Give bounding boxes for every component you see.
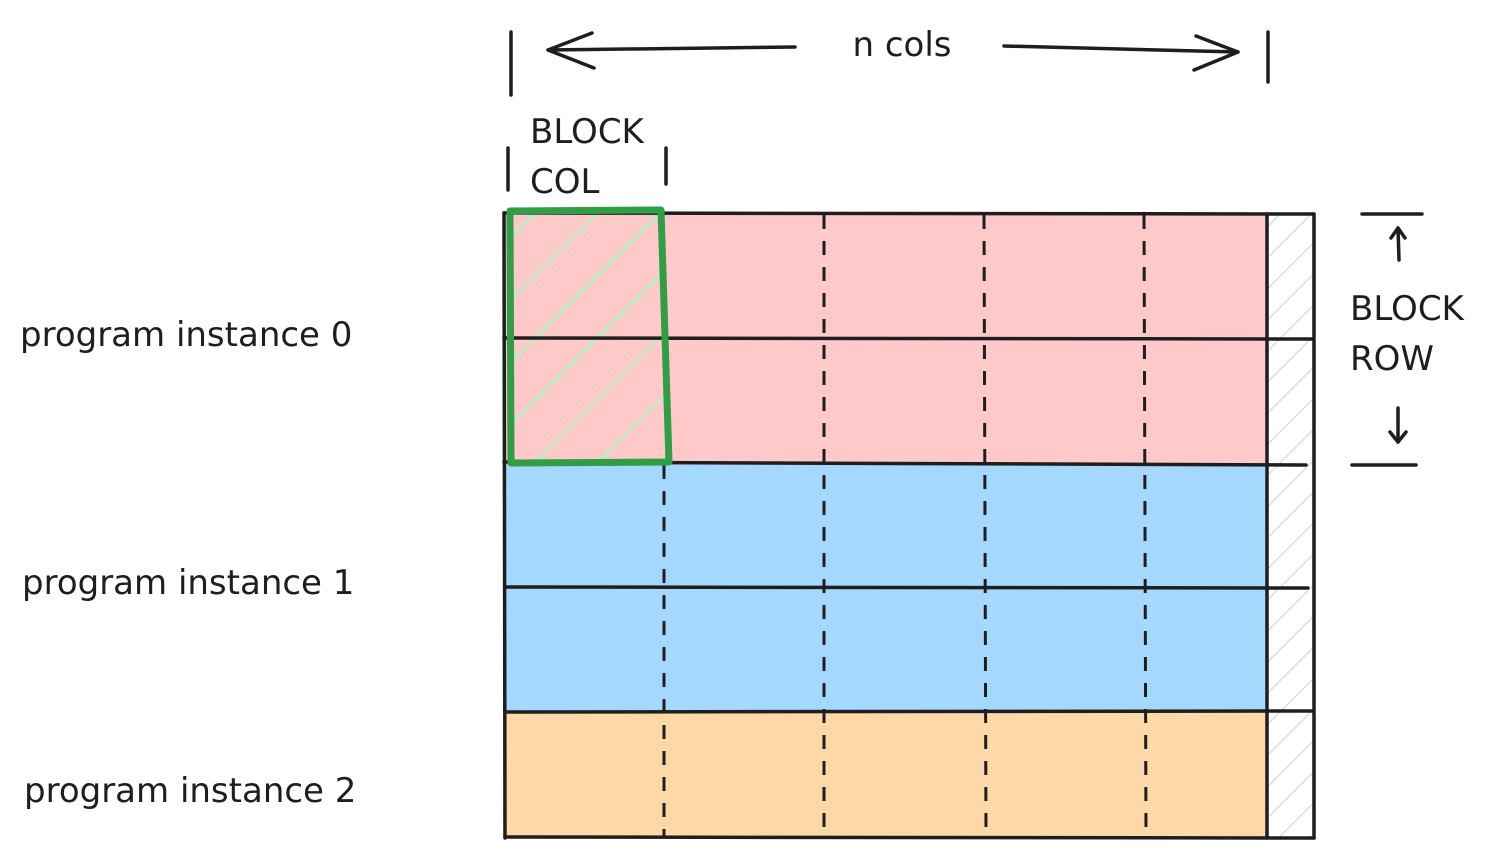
- padding-column: [1267, 213, 1314, 838]
- block-col-label-line1: BLOCK: [530, 112, 646, 152]
- block-row-dimension: [1350, 212, 1424, 467]
- block-row-up-arrow-shaft: [1396, 226, 1401, 262]
- n-cols-left-arrow-shaft: [546, 45, 797, 52]
- program-instance-0-label: program instance 0: [20, 315, 352, 355]
- block-col-ticks: [506, 146, 668, 192]
- instance-2-fill: [503, 713, 1267, 838]
- program-instance-1-label: program instance 1: [22, 563, 354, 603]
- n-cols-dimension: [509, 30, 1270, 97]
- n-cols-left-arrowhead: [546, 31, 596, 70]
- block-row-label-line1: BLOCK: [1350, 289, 1466, 329]
- n-cols-right-arrow-shaft: [1002, 44, 1240, 54]
- program-instance-2-label: program instance 2: [24, 771, 356, 811]
- n-cols-label: n cols: [852, 25, 951, 65]
- highlighted-block-outline: [506, 206, 673, 467]
- column-separators: [662, 214, 1148, 837]
- block-row-up-arrowhead: [1389, 226, 1407, 240]
- row-line-3: [503, 585, 1310, 590]
- left-border: [502, 211, 507, 840]
- n-cols-right-arrowhead: [1192, 34, 1240, 72]
- block-row-down-arrowhead: [1388, 430, 1408, 444]
- row-line-4: [503, 709, 1315, 714]
- block-col-label-line2: COL: [530, 162, 600, 202]
- row-line-1: [502, 336, 1314, 341]
- bottom-border: [503, 835, 1316, 840]
- block-row-label-line2: ROW: [1350, 339, 1434, 379]
